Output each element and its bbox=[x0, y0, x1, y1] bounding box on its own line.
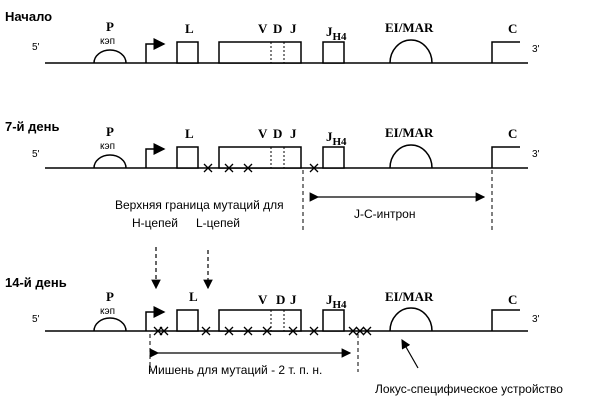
five-prime-label: 5' bbox=[32, 42, 40, 53]
enhancer-arc bbox=[389, 307, 433, 332]
three-prime-label: 3' bbox=[532, 44, 540, 55]
locus-device-arrow bbox=[401, 338, 419, 369]
l-chains-label: L-цепей bbox=[196, 216, 240, 230]
promoter-arc bbox=[93, 49, 127, 64]
transcription-start-arrow bbox=[145, 143, 166, 168]
c-label: C bbox=[508, 21, 517, 36]
upper-bound-label: Верхняя граница мутаций для bbox=[115, 198, 284, 212]
leader-label: L bbox=[185, 126, 194, 141]
transcription-start-arrow bbox=[145, 306, 166, 331]
cap-label: кэп bbox=[100, 141, 115, 152]
promoter-arc bbox=[93, 154, 127, 169]
mutation-cross bbox=[203, 163, 213, 173]
mutation-cross bbox=[201, 326, 211, 336]
vdj-exon bbox=[218, 309, 302, 332]
ei-mar-label: EI/MAR bbox=[385, 125, 434, 140]
locus-device-label: Локус-специфическое устройство bbox=[375, 382, 563, 396]
cap-label: кэп bbox=[100, 306, 115, 317]
mutation-marks bbox=[153, 326, 372, 336]
jh4-exon bbox=[322, 146, 345, 169]
transcription-start-arrow bbox=[145, 38, 166, 63]
mutation-marks bbox=[203, 163, 319, 173]
jh4-label: JH4 bbox=[326, 24, 347, 43]
constant-exon bbox=[491, 41, 520, 63]
mutation-cross bbox=[224, 163, 234, 173]
d-label: D bbox=[276, 292, 285, 307]
jc-intron-label: J-C-интрон bbox=[354, 207, 415, 221]
vdj-exon bbox=[218, 146, 302, 169]
leader-exon bbox=[176, 309, 199, 332]
mutation-cross bbox=[243, 326, 253, 336]
jh4-exon bbox=[322, 41, 345, 64]
five-prime-label: 5' bbox=[32, 149, 40, 160]
three-prime-label: 3' bbox=[532, 149, 540, 160]
mutation-cross bbox=[309, 326, 319, 336]
jh4-label: JH4 bbox=[326, 129, 347, 148]
mutation-cross bbox=[262, 326, 272, 336]
leader-label: L bbox=[189, 289, 198, 304]
c-label: C bbox=[508, 126, 517, 141]
c-label: C bbox=[508, 292, 517, 307]
j-label: J bbox=[290, 21, 297, 36]
ei-mar-label: EI/MAR bbox=[385, 289, 434, 304]
promoter-label: P bbox=[106, 19, 114, 34]
three-prime-label: 3' bbox=[532, 314, 540, 325]
d-label: D bbox=[273, 126, 282, 141]
mutation-cross bbox=[355, 326, 365, 336]
row-day14: 14-й день 5' 3' P кэп L V D J JH4 EI/MAR… bbox=[5, 275, 563, 396]
d-label: D bbox=[273, 21, 282, 36]
mutation-cross bbox=[159, 326, 169, 336]
enhancer-arc bbox=[389, 39, 433, 64]
mutation-cross bbox=[243, 163, 253, 173]
row-caption: Начало bbox=[5, 9, 52, 24]
jh4-exon bbox=[322, 309, 345, 332]
leader-exon bbox=[176, 41, 199, 64]
row-caption: 7-й день bbox=[5, 119, 60, 134]
j-label: J bbox=[290, 292, 297, 307]
constant-exon bbox=[491, 146, 520, 168]
promoter-label: P bbox=[106, 124, 114, 139]
vdj-exon bbox=[218, 41, 302, 64]
constant-exon bbox=[491, 309, 520, 331]
jh4-label: JH4 bbox=[326, 292, 347, 311]
mutation-cross bbox=[288, 326, 298, 336]
enhancer-arc bbox=[389, 144, 433, 169]
leader-label: L bbox=[185, 21, 194, 36]
target-label: Мишень для мутаций - 2 т. п. н. bbox=[148, 363, 322, 377]
j-label: J bbox=[290, 126, 297, 141]
row-day7: 7-й день 5' 3' P кэп L V D J JH4 EI/MAR … bbox=[5, 119, 540, 232]
five-prime-label: 5' bbox=[32, 314, 40, 325]
leader-exon bbox=[176, 146, 199, 169]
v-label: V bbox=[258, 126, 268, 141]
cap-label: кэп bbox=[100, 36, 115, 47]
h-chains-label: Н-цепей bbox=[132, 216, 178, 230]
mutation-cross bbox=[309, 163, 319, 173]
ei-mar-label: EI/MAR bbox=[385, 20, 434, 35]
promoter-arc bbox=[93, 317, 127, 332]
v-label: V bbox=[258, 21, 268, 36]
mutation-cross bbox=[362, 326, 372, 336]
v-label: V bbox=[258, 292, 268, 307]
row-caption: 14-й день bbox=[5, 275, 67, 290]
mutation-cross bbox=[224, 326, 234, 336]
mutation-cross bbox=[348, 326, 358, 336]
promoter-label: P bbox=[106, 289, 114, 304]
row-start: Начало 5' 3' P кэп L V D J JH4 EI/MAR C bbox=[5, 9, 540, 64]
